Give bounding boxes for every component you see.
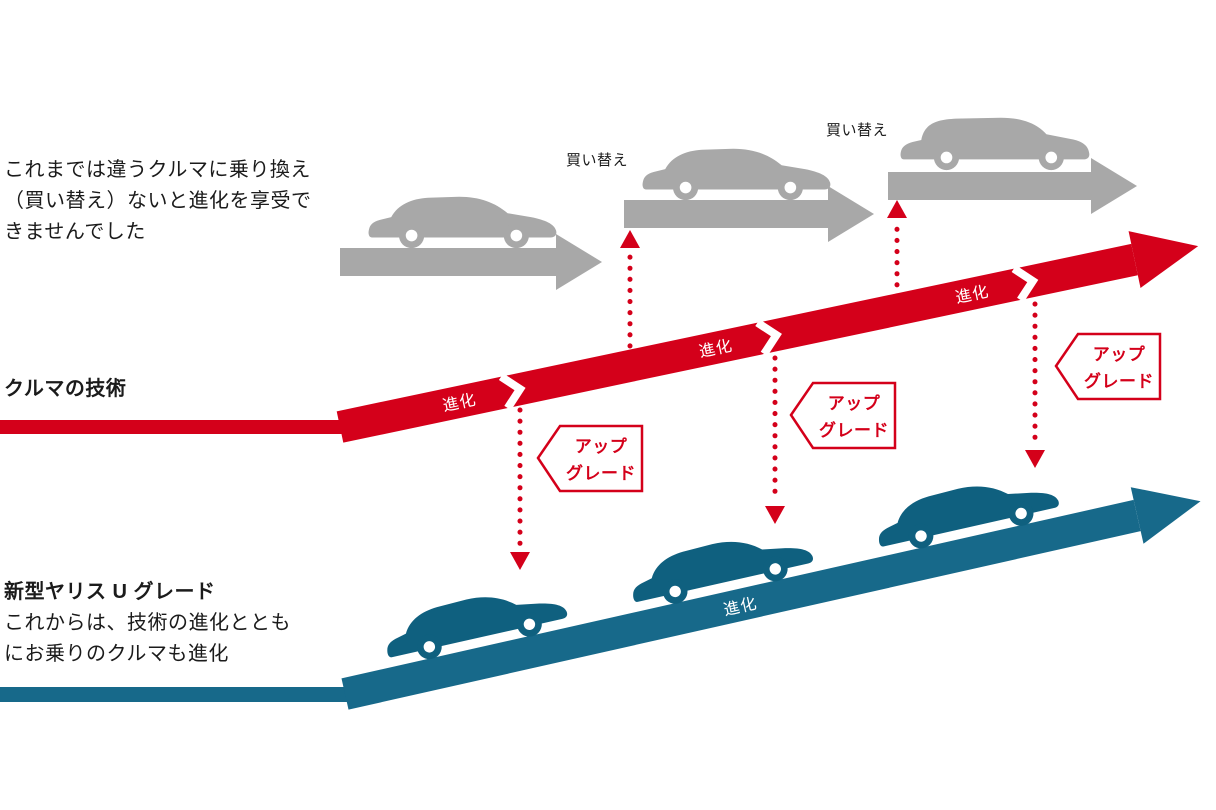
dotted-arrowheads xyxy=(510,200,1045,570)
bottom-title: 新型ヤリス U グレード xyxy=(4,581,216,603)
bottom-note: これからは、技術の進化ととも にお乗りのクルマも進化 xyxy=(4,612,291,665)
upgrade-badge-2 xyxy=(789,381,897,450)
top-note: これまでは違うクルマに乗り換え （買い替え）ないと進化を享受で きませんでした xyxy=(4,159,312,243)
chevron-divider-2 xyxy=(755,319,782,357)
upgrade-badge-1 xyxy=(536,424,644,493)
gray-car-icon-1 xyxy=(368,196,557,249)
up-arrowhead-icon-1 xyxy=(620,230,640,248)
gray-car-icon-2 xyxy=(642,148,831,201)
up-arrowhead-icon-2 xyxy=(887,200,907,218)
upgrade-label-3: アップ グレード xyxy=(1084,345,1154,392)
replace-label-1: 買い替え xyxy=(566,152,629,169)
gray-arrowhead-3 xyxy=(1091,158,1137,214)
teal-evolution-arrow: 進化 xyxy=(341,467,1201,710)
gray-arrowhead-2 xyxy=(828,186,874,242)
upgrade-label-1: アップ グレード xyxy=(566,437,636,484)
gray-replacement-track xyxy=(340,117,1137,290)
teal-baseline-bar xyxy=(0,687,350,702)
gray-arrow-3 xyxy=(888,172,1091,200)
replace-label-2: 買い替え xyxy=(826,122,889,139)
upgrade-badge-3 xyxy=(1054,332,1162,401)
upgrade-label-2: アップ グレード xyxy=(819,394,889,441)
red-arrowhead xyxy=(1128,231,1199,288)
gray-arrow-2 xyxy=(624,200,828,228)
red-baseline-bar xyxy=(0,420,348,434)
down-arrowhead-icon-1 xyxy=(510,552,530,570)
chevron-divider-1 xyxy=(498,373,526,411)
teal-band xyxy=(341,499,1141,710)
gray-arrowhead-1 xyxy=(556,234,602,290)
down-arrowhead-icon-3 xyxy=(1025,450,1045,468)
red-band xyxy=(336,243,1138,443)
down-arrowhead-icon-2 xyxy=(765,506,785,524)
red-technology-arrow: 進化 進化 進化 xyxy=(336,231,1199,443)
tech-label: クルマの技術 xyxy=(4,378,127,400)
chevron-divider-3 xyxy=(1011,265,1039,303)
gray-car-icon-3 xyxy=(900,117,1090,171)
teal-arrowhead xyxy=(1130,487,1201,544)
gray-arrow-1 xyxy=(340,248,556,276)
dotted-arrow-lines xyxy=(517,219,1038,551)
